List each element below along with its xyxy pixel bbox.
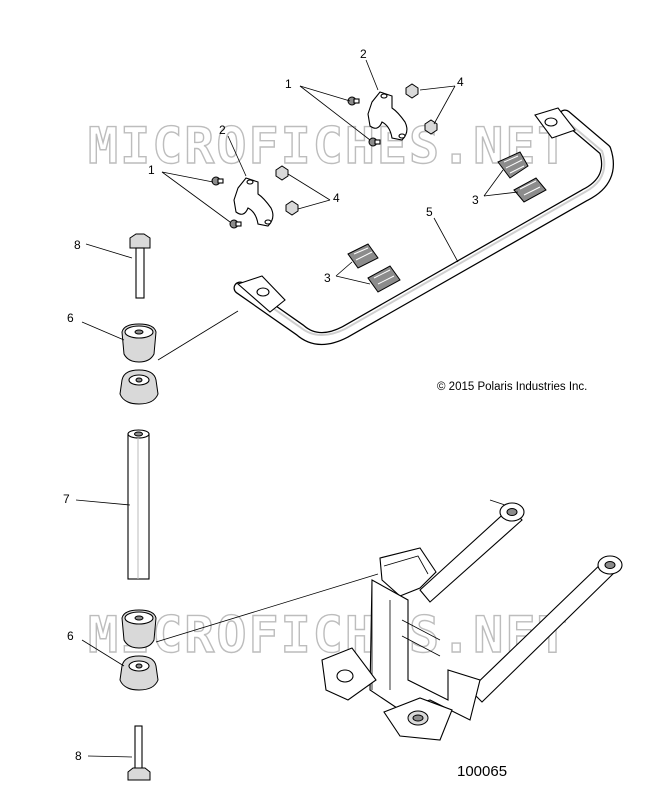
bushing-6-bottom-lower xyxy=(119,655,159,691)
bushing-3c xyxy=(347,243,379,269)
callout-8-bottom: 8 xyxy=(75,749,82,763)
bracket-clamp-left xyxy=(233,177,274,227)
bolt-1c xyxy=(211,176,224,186)
callout-4-left: 4 xyxy=(333,191,340,205)
bushing-3a xyxy=(497,151,529,179)
figure-number: 100065 xyxy=(457,763,507,780)
bolt-8-bottom xyxy=(127,725,151,781)
bolt-1a xyxy=(347,96,360,106)
callout-8-top: 8 xyxy=(74,238,81,252)
watermark-bottom: MICROFICHES.NET xyxy=(88,606,570,664)
bushing-3d xyxy=(367,265,401,293)
callout-5: 5 xyxy=(426,205,433,219)
nut-4c xyxy=(275,165,289,181)
bushing-6-top-lower xyxy=(119,369,159,405)
callout-4-top: 4 xyxy=(457,75,464,89)
callout-7: 7 xyxy=(63,492,70,506)
callout-3-left: 3 xyxy=(324,271,331,285)
nut-4a xyxy=(405,83,419,99)
callout-2-top: 2 xyxy=(360,47,367,61)
control-arm-assembly xyxy=(321,499,623,741)
bolt-1b xyxy=(368,137,381,147)
callout-6-top: 6 xyxy=(67,311,74,325)
bracket-clamp-top xyxy=(367,91,408,141)
bushing-6-bottom-upper xyxy=(121,609,157,649)
bolt-8-top xyxy=(129,233,151,299)
bolt-1d xyxy=(229,219,242,229)
callout-1-left: 1 xyxy=(148,163,155,177)
watermark-top: MICROFICHES.NET xyxy=(88,117,570,175)
leader-lines xyxy=(75,59,519,758)
stabilizer-bar xyxy=(233,107,614,345)
spacer-rod-7 xyxy=(127,429,150,580)
nut-4d xyxy=(285,200,299,216)
callout-3-right: 3 xyxy=(472,193,479,207)
bushing-3b xyxy=(513,177,547,203)
copyright-notice: © 2015 Polaris Industries Inc. xyxy=(437,381,587,393)
callout-6-bottom: 6 xyxy=(67,629,74,643)
callout-2-left: 2 xyxy=(219,123,226,137)
bushing-6-top-upper xyxy=(121,323,157,363)
callout-1-top: 1 xyxy=(285,77,292,91)
